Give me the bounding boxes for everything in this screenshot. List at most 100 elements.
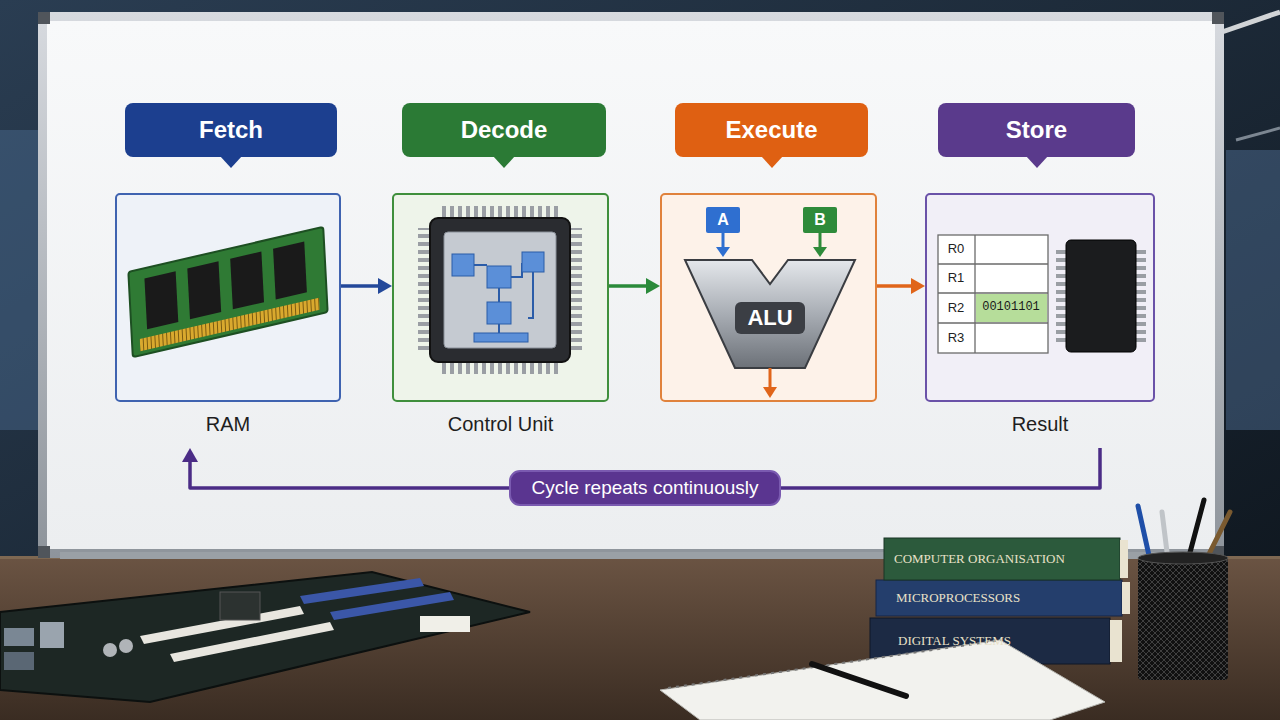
- arrow-head: [911, 278, 925, 294]
- control-unit-chip-part: [487, 266, 511, 288]
- register-table-part: [938, 235, 1048, 353]
- arrow-head: [182, 448, 198, 462]
- panel-caption: RAM: [95, 412, 361, 436]
- desk: [0, 556, 1280, 720]
- control-unit-chip-part: [430, 218, 570, 362]
- panel-caption: Control Unit: [372, 412, 629, 436]
- flow-connector: [341, 278, 392, 294]
- motherboard-part: [40, 622, 64, 648]
- pen-cup-part: [1138, 558, 1228, 680]
- panel-fill: [115, 193, 341, 402]
- pen-cup: [1138, 500, 1230, 680]
- panel-frame: [660, 193, 877, 402]
- panel-fill: [392, 193, 609, 402]
- connector-line: [877, 284, 911, 288]
- register-name: R2: [948, 301, 965, 316]
- control-unit-chip-part: [474, 263, 533, 335]
- register-table: [938, 235, 1048, 353]
- panel-caption: Result: [905, 412, 1175, 436]
- alu-symbol-part: [722, 233, 725, 248]
- notebook: [660, 640, 1105, 720]
- ram-module-part: [230, 251, 264, 309]
- motherboard: [0, 572, 530, 702]
- register-chip: [1056, 240, 1146, 352]
- arrow-head: [646, 278, 660, 294]
- window-light: [0, 130, 38, 430]
- stage-panel: ALU: [660, 193, 877, 448]
- motherboard-part: [119, 639, 133, 653]
- register-chip-part: [1066, 240, 1136, 352]
- motherboard-part: [420, 616, 470, 632]
- whiteboard-surface: [47, 21, 1215, 549]
- book-title: COMPUTER ORGANISATION: [894, 552, 1065, 567]
- flow-connector: [877, 278, 925, 294]
- stage-title: Fetch: [199, 116, 263, 144]
- control-unit-chip-part: [444, 232, 556, 348]
- book-stack-part: [876, 580, 1122, 616]
- alu-symbol-part: [813, 247, 827, 257]
- stage-heading-bubble: Fetch: [125, 103, 337, 157]
- operand-box: [706, 207, 740, 233]
- register-name: R1: [948, 271, 965, 286]
- cycle-label-pill: Cycle repeats continuously: [509, 470, 780, 507]
- control-unit-chip-part: [440, 206, 560, 218]
- book-title: DIGITAL SYSTEMS: [898, 634, 1011, 649]
- panel-fill: [660, 193, 877, 402]
- notebook-part: [660, 640, 1105, 720]
- flow-connector: [609, 278, 660, 294]
- alu-label: ALU: [747, 306, 792, 330]
- pen-cup-part: [1138, 558, 1228, 680]
- stage-heading-bubble: Store: [938, 103, 1135, 157]
- alu-symbol-part: [763, 387, 777, 398]
- book-stack-part: [884, 538, 1120, 580]
- window-light: [1226, 150, 1280, 430]
- book-stack-part: [1120, 540, 1128, 578]
- ceiling-light: [1222, 12, 1280, 32]
- control-unit-chip: [418, 206, 582, 374]
- alu-symbol-part: [819, 233, 822, 248]
- operand-box: [803, 207, 837, 233]
- motherboard-part: [220, 592, 260, 620]
- book-stack-part: [1122, 582, 1130, 614]
- register-table-part: [938, 235, 1048, 353]
- register-name: R3: [948, 331, 965, 346]
- stage-panel: RAM: [115, 193, 341, 448]
- control-unit-chip-part: [418, 228, 430, 352]
- motherboard-part: [4, 652, 34, 670]
- panel-frame: [392, 193, 609, 402]
- bubble-tail: [761, 156, 783, 168]
- stage-panel: Result: [925, 193, 1155, 448]
- stage-title: Execute: [725, 116, 817, 144]
- connector-line: [341, 284, 378, 288]
- stage-title: Decode: [461, 116, 548, 144]
- arrow-head: [378, 278, 392, 294]
- bubble-tail: [1026, 156, 1048, 168]
- motherboard-part: [0, 572, 530, 702]
- operand-letter: B: [814, 211, 826, 229]
- alu-symbol: [685, 207, 855, 398]
- alu-symbol-part: [716, 247, 730, 257]
- ceiling-light: [1236, 128, 1280, 140]
- stage-title: Store: [1006, 116, 1067, 144]
- ram-module-part: [144, 271, 178, 329]
- register-table-part: [976, 294, 1047, 322]
- ram-module-part: [140, 298, 320, 352]
- stage-heading-bubble: Decode: [402, 103, 606, 157]
- control-unit-chip-part: [570, 228, 582, 352]
- ram-module-part: [128, 227, 327, 357]
- control-unit-chip-part: [474, 333, 528, 342]
- book-stack: [870, 538, 1130, 664]
- pen-cup-part: [1138, 552, 1228, 564]
- panel-fill: [925, 193, 1155, 402]
- alu-symbol-part: [769, 368, 772, 388]
- bubble-tail: [493, 156, 515, 168]
- control-unit-chip-part: [522, 252, 544, 272]
- operand-letter: A: [717, 211, 729, 229]
- stage-panel: Control Unit: [392, 193, 609, 448]
- frame-corner: [38, 12, 50, 24]
- alu-symbol-part: [685, 260, 855, 368]
- book-title: MICROPROCESSORS: [896, 591, 1020, 606]
